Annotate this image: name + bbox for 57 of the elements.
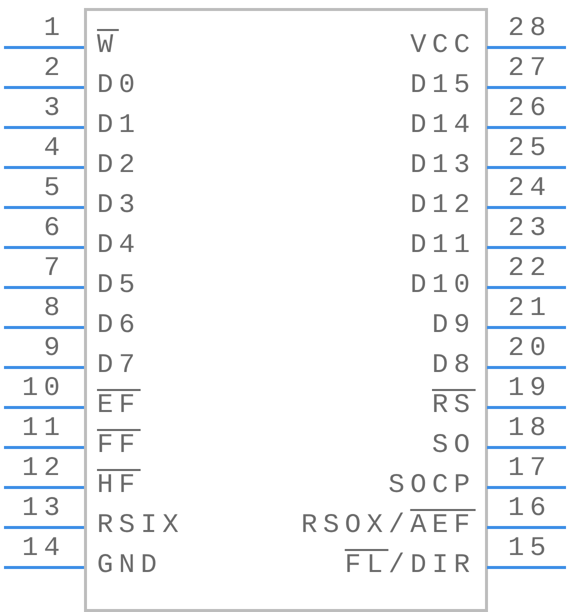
pin-name: D4 (97, 231, 141, 261)
pin-number: 6 (44, 214, 66, 244)
pin-number: 5 (44, 174, 66, 204)
pin-number: 26 (508, 94, 552, 124)
pin-number: 14 (22, 534, 66, 564)
pin-number: 22 (508, 254, 552, 284)
pin-name: FL/DIR (344, 551, 476, 581)
pin-name: D3 (97, 191, 141, 221)
pin-name: D11 (410, 231, 476, 261)
pin-name: FF (97, 431, 141, 461)
pin-number: 3 (44, 94, 66, 124)
pin-name: RSIX (97, 511, 184, 541)
pin-name: D7 (97, 351, 141, 381)
pin-number: 20 (508, 334, 552, 364)
pin-name: W (97, 31, 119, 61)
pin-number: 1 (44, 14, 66, 44)
pin-name: RSOX/AEF (301, 511, 476, 541)
pin-number: 25 (508, 134, 552, 164)
pin-name: D14 (410, 111, 476, 141)
pin-number: 19 (508, 374, 552, 404)
pin-name: EF (97, 391, 141, 421)
pin-name: D6 (97, 311, 141, 341)
pin-number: 28 (508, 14, 552, 44)
pin-number: 10 (22, 374, 66, 404)
pin-number: 8 (44, 294, 66, 324)
pin-number: 15 (508, 534, 552, 564)
pin-name: GND (97, 551, 162, 581)
pin-number: 13 (22, 494, 66, 524)
pin-name: SOCP (388, 471, 476, 501)
pin-number: 7 (44, 254, 66, 284)
pin-name: VCC (410, 31, 476, 61)
pin-number: 9 (44, 334, 66, 364)
pin-name: RS (432, 391, 476, 421)
pin-number: 24 (508, 174, 552, 204)
pin-number: 18 (508, 414, 552, 444)
pin-number: 27 (508, 54, 552, 84)
pin-name: HF (97, 471, 141, 501)
pin-name: D15 (410, 71, 476, 101)
pin-name: D8 (432, 351, 476, 381)
pin-name: D2 (97, 151, 141, 181)
pin-number: 21 (508, 294, 552, 324)
pin-name: D10 (410, 271, 476, 301)
pin-name: D9 (432, 311, 476, 341)
pin-number: 11 (22, 414, 66, 444)
pin-name: D13 (410, 151, 476, 181)
chip-body (84, 8, 488, 612)
pin-number: 2 (44, 54, 66, 84)
pin-name: D12 (410, 191, 476, 221)
pin-number: 4 (44, 134, 66, 164)
pin-name: D0 (97, 71, 141, 101)
pin-name: SO (432, 431, 476, 461)
pin-number: 17 (508, 454, 552, 484)
pin-name: D5 (97, 271, 141, 301)
pin-number: 23 (508, 214, 552, 244)
pin-number: 12 (22, 454, 66, 484)
pin-name: D1 (97, 111, 141, 141)
pin-number: 16 (508, 494, 552, 524)
